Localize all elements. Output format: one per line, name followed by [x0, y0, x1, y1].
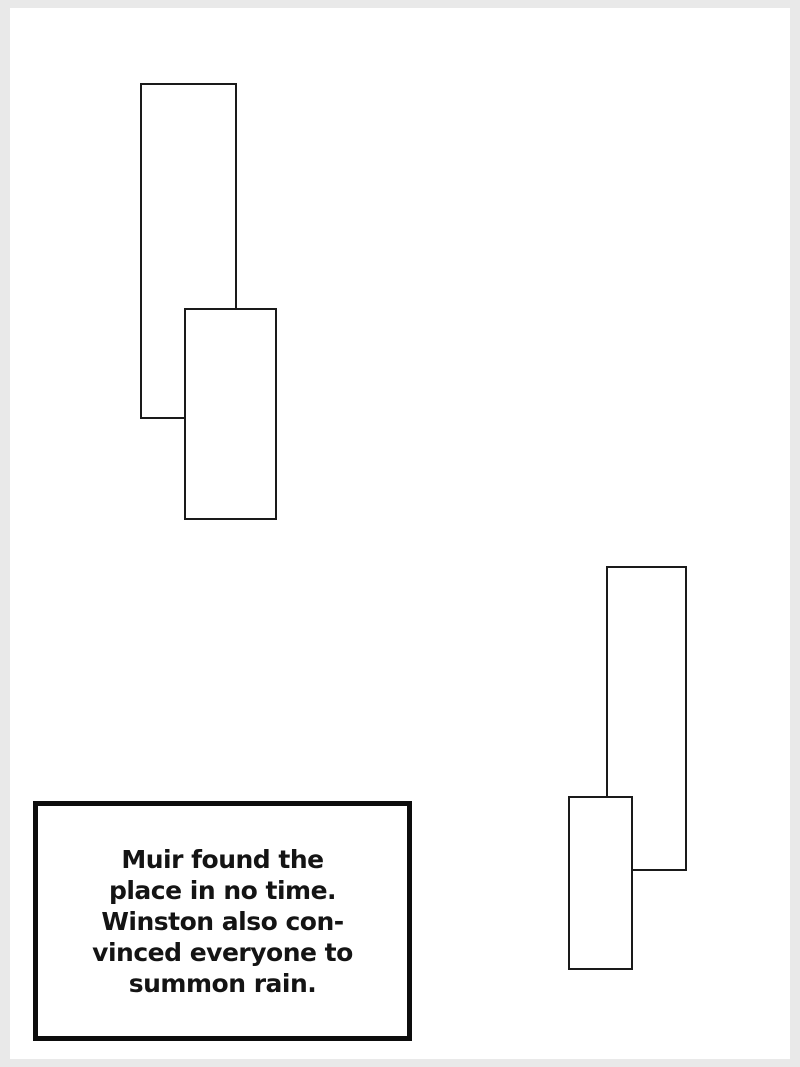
caption-text-line: vinced everyone to [92, 937, 353, 967]
caption-text-line: place in no time. [108, 875, 337, 905]
comic-panel-right-lower [568, 796, 633, 970]
caption-text-line: Winston also con- [101, 906, 344, 936]
narration-caption-box: Muir found the place in no time. Winston… [33, 801, 412, 1041]
caption-text-line: summon rain. [128, 968, 317, 998]
caption-text-line: Muir found the [121, 844, 324, 874]
comic-panel-top-left-lower [184, 308, 277, 520]
